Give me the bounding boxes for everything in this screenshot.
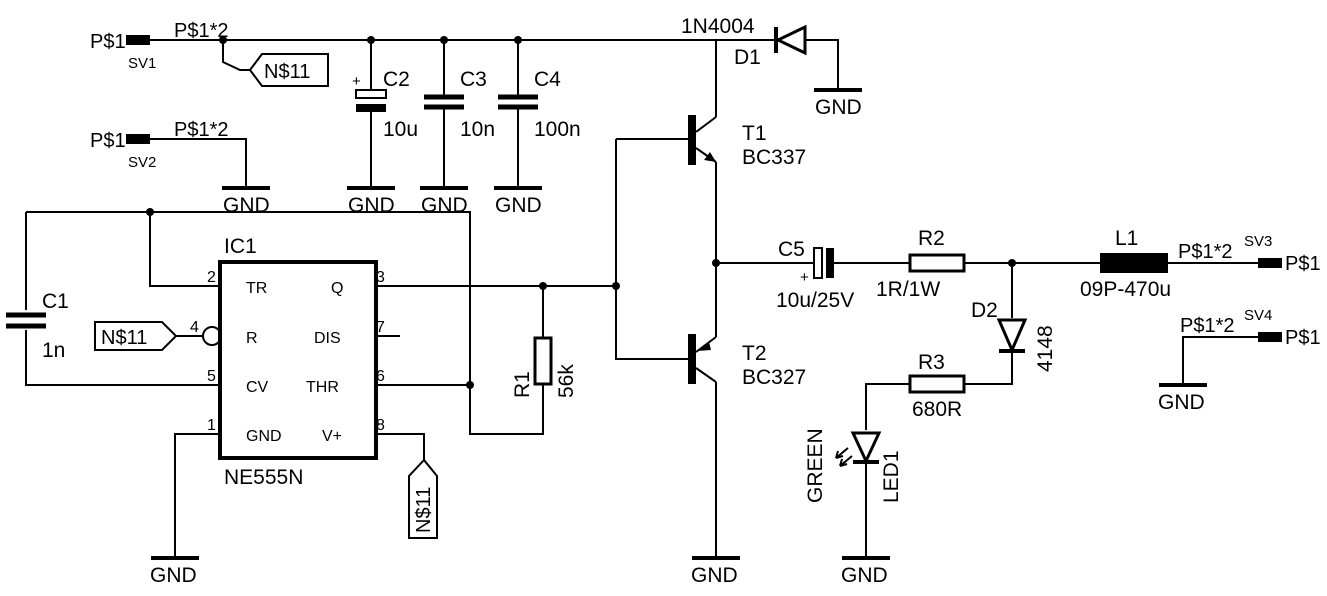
led1-name: LED1 <box>880 450 903 503</box>
t1-name: T1 <box>742 122 767 145</box>
gnd-label-sv4: GND <box>1158 391 1205 414</box>
capacitor-c1: C1 1n <box>6 290 69 362</box>
led1-color: GREEN <box>804 428 827 503</box>
resistor-r2: R2 1R/1W <box>876 227 966 301</box>
sv3-pin-label: P$1 <box>1285 253 1321 275</box>
capacitor-c3: C3 10n <box>424 68 495 141</box>
net-flag-n11-reset-label: N$11 <box>101 327 147 349</box>
ic1-pin-8-label: V+ <box>322 428 342 445</box>
gnd-symbols <box>151 88 1207 560</box>
capacitor-c4: C4 100n <box>498 68 581 141</box>
junction-dots <box>146 36 1016 389</box>
resistor-r3: R3 680R <box>908 351 966 421</box>
ic1-pin-2-label: TR <box>246 280 267 297</box>
t2-value: BC327 <box>742 366 806 389</box>
diode-d2: D2 4148 <box>971 299 1057 372</box>
sv2-net-label: P$1*2 <box>174 119 229 141</box>
t1-value: BC337 <box>742 146 806 169</box>
connector-sv1: P$1 SV1 P$1*2 <box>90 20 229 72</box>
capacitor-c2: + C2 10u <box>352 68 418 141</box>
l1-value: 09P-470u <box>1080 278 1171 301</box>
transistor-t2: T2 BC327 <box>688 334 806 389</box>
r3-name: R3 <box>918 351 945 374</box>
transistor-t1: T1 BC337 <box>688 115 806 169</box>
c4-name: C4 <box>534 68 561 91</box>
gnd-label-d1: GND <box>815 96 862 119</box>
sv4-pin-label: P$1 <box>1285 327 1321 349</box>
resistor-r1: R1 56k <box>511 336 578 410</box>
net-flag-n11-reset: N$11 <box>94 321 222 351</box>
d1-name: D1 <box>734 46 761 69</box>
d2-value: 4148 <box>1034 325 1057 372</box>
c2-name: C2 <box>383 68 410 91</box>
c2-value: 10u <box>383 118 418 141</box>
r1-value: 56k <box>555 364 578 398</box>
sv1-pin-label: P$1 <box>90 31 126 53</box>
c4-value: 100n <box>534 118 581 141</box>
ic1-ne555: IC1 NE555N 2 TR 4 R 5 CV 1 GND 3 Q 7 DIS… <box>190 235 385 489</box>
gnd-label-c3: GND <box>421 194 468 217</box>
sv2-name-label: SV2 <box>128 154 156 171</box>
ic1-pin-7-num: 7 <box>376 319 385 336</box>
ic1-pin-2-num: 2 <box>207 269 216 286</box>
net-flag-n11-top: N$11 <box>248 53 329 87</box>
c5-value: 10u/25V <box>776 289 854 312</box>
ic1-pin-4-num: 4 <box>190 319 199 336</box>
gnd-label-t2: GND <box>691 564 738 587</box>
led-led1: GREEN LED1 <box>804 428 903 503</box>
gnd-label-sv2: GND <box>223 194 270 217</box>
ic1-pin-8-num: 8 <box>376 417 385 434</box>
ic1-pin-7-label: DIS <box>314 330 341 347</box>
diode-d1: 1N4004 D1 <box>681 15 807 69</box>
ic1-pin-6-label: THR <box>306 379 339 396</box>
gnd-label-c2: GND <box>348 194 395 217</box>
c5-name: C5 <box>778 238 805 261</box>
c5-polarity: + <box>800 269 809 286</box>
r2-name: R2 <box>918 227 945 250</box>
net-flag-n11-top-label: N$11 <box>264 61 310 83</box>
gnd-label-led1: GND <box>841 564 888 587</box>
sv1-net-label: P$1*2 <box>174 20 229 42</box>
c2-polarity: + <box>352 73 361 90</box>
ic1-pin-1-num: 1 <box>207 417 216 434</box>
c1-value: 1n <box>42 339 65 362</box>
inductor-l1: L1 09P-470u <box>1080 227 1171 301</box>
ic1-pin-6-num: 6 <box>376 368 385 385</box>
t2-name: T2 <box>742 342 767 365</box>
gnd-label-c4: GND <box>495 194 542 217</box>
net-flag-n11-vplus: N$11 <box>408 458 438 539</box>
sv2-pin-label: P$1 <box>90 130 126 152</box>
r2-value: 1R/1W <box>876 278 940 301</box>
c3-name: C3 <box>460 68 487 91</box>
r3-value: 680R <box>912 398 962 421</box>
ic1-pin-3-label: Q <box>331 280 343 297</box>
connector-sv4: P$1 SV4 P$1*2 <box>1180 307 1321 349</box>
c3-value: 10n <box>460 118 495 141</box>
sv3-net-label: P$1*2 <box>1178 241 1233 263</box>
sv3-name-label: SV3 <box>1244 233 1272 250</box>
ic1-part: NE555N <box>224 466 303 489</box>
sv1-name-label: SV1 <box>128 55 156 72</box>
d2-name: D2 <box>971 299 998 322</box>
c1-name: C1 <box>42 290 69 313</box>
net-flag-n11-vplus-label: N$11 <box>413 487 435 533</box>
ic1-pin-1-label: GND <box>246 428 282 445</box>
d1-value: 1N4004 <box>681 15 755 38</box>
ic1-pin-4-label: R <box>246 330 258 347</box>
connector-sv2: P$1 SV2 P$1*2 <box>90 119 229 171</box>
ic1-name: IC1 <box>224 235 257 258</box>
sv4-name-label: SV4 <box>1244 307 1272 324</box>
connector-sv3: P$1 SV3 P$1*2 <box>1178 233 1321 275</box>
ic1-pin-5-num: 5 <box>207 368 216 385</box>
r1-name: R1 <box>511 371 534 398</box>
capacitor-c5: + C5 10u/25V <box>776 238 854 312</box>
sv4-net-label: P$1*2 <box>1180 315 1235 337</box>
wires <box>25 39 1258 556</box>
ic1-pin-5-label: CV <box>246 379 269 396</box>
gnd-label-ic1: GND <box>150 564 197 587</box>
l1-name: L1 <box>1115 227 1138 250</box>
ic1-pin-3-num: 3 <box>376 269 385 286</box>
